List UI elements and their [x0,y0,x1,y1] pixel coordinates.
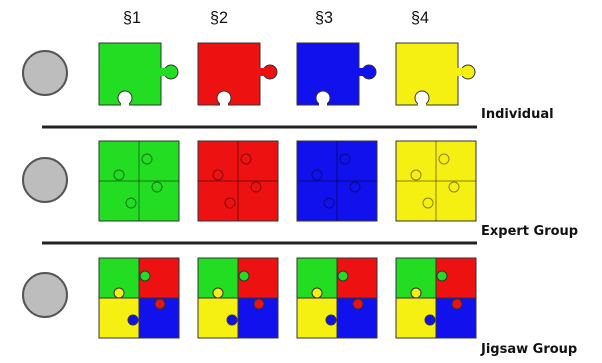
individual-piece-3 [297,43,376,107]
expert-square-4 [396,141,476,221]
piece-knob-neck [358,68,364,76]
jigsaw-knob-red [155,299,165,309]
piece-knob-neck [259,68,265,76]
piece-knob [263,65,277,79]
piece-knob [362,65,376,79]
expert-square-1 [99,141,179,221]
puzzle-pieces [99,43,476,338]
piece-knob-neck [160,68,166,76]
jigsaw-knob-green [338,271,348,281]
piece-notch-gap [319,101,327,107]
jigsaw-knob-blue [425,315,435,325]
jigsaw-knob-green [437,271,447,281]
jigsaw-knob-red [254,299,264,309]
individual-piece-4 [396,43,475,107]
jigsaw-knob-red [353,299,363,309]
jigsaw-knob-green [239,271,249,281]
piece-knob [164,65,178,79]
jigsaw-knob-blue [326,315,336,325]
person-circle-expert [23,158,67,202]
jigsaw-knob-yellow [114,288,124,298]
jigsaw-knob-blue [128,315,138,325]
jigsaw-square-3 [297,258,377,338]
jigsaw-knob-yellow [312,288,322,298]
jigsaw-square-1 [99,258,179,338]
expert-square-3 [297,141,377,221]
jigsaw-knob-yellow [213,288,223,298]
piece-notch-gap [418,101,426,107]
individual-piece-2 [198,43,277,107]
expert-square-2 [198,141,278,221]
person-circle-jigsaw [23,273,67,317]
person-circle-individual [23,51,67,95]
jigsaw-knob-red [452,299,462,309]
jigsaw-knob-green [140,271,150,281]
jigsaw-knob-yellow [411,288,421,298]
individual-piece-1 [99,43,178,107]
piece-knob [461,65,475,79]
piece-knob-neck [457,68,463,76]
piece-notch-gap [121,101,129,107]
jigsaw-square-2 [198,258,278,338]
jigsaw-square-4 [396,258,476,338]
jigsaw-knob-blue [227,315,237,325]
piece-notch-gap [220,101,228,107]
